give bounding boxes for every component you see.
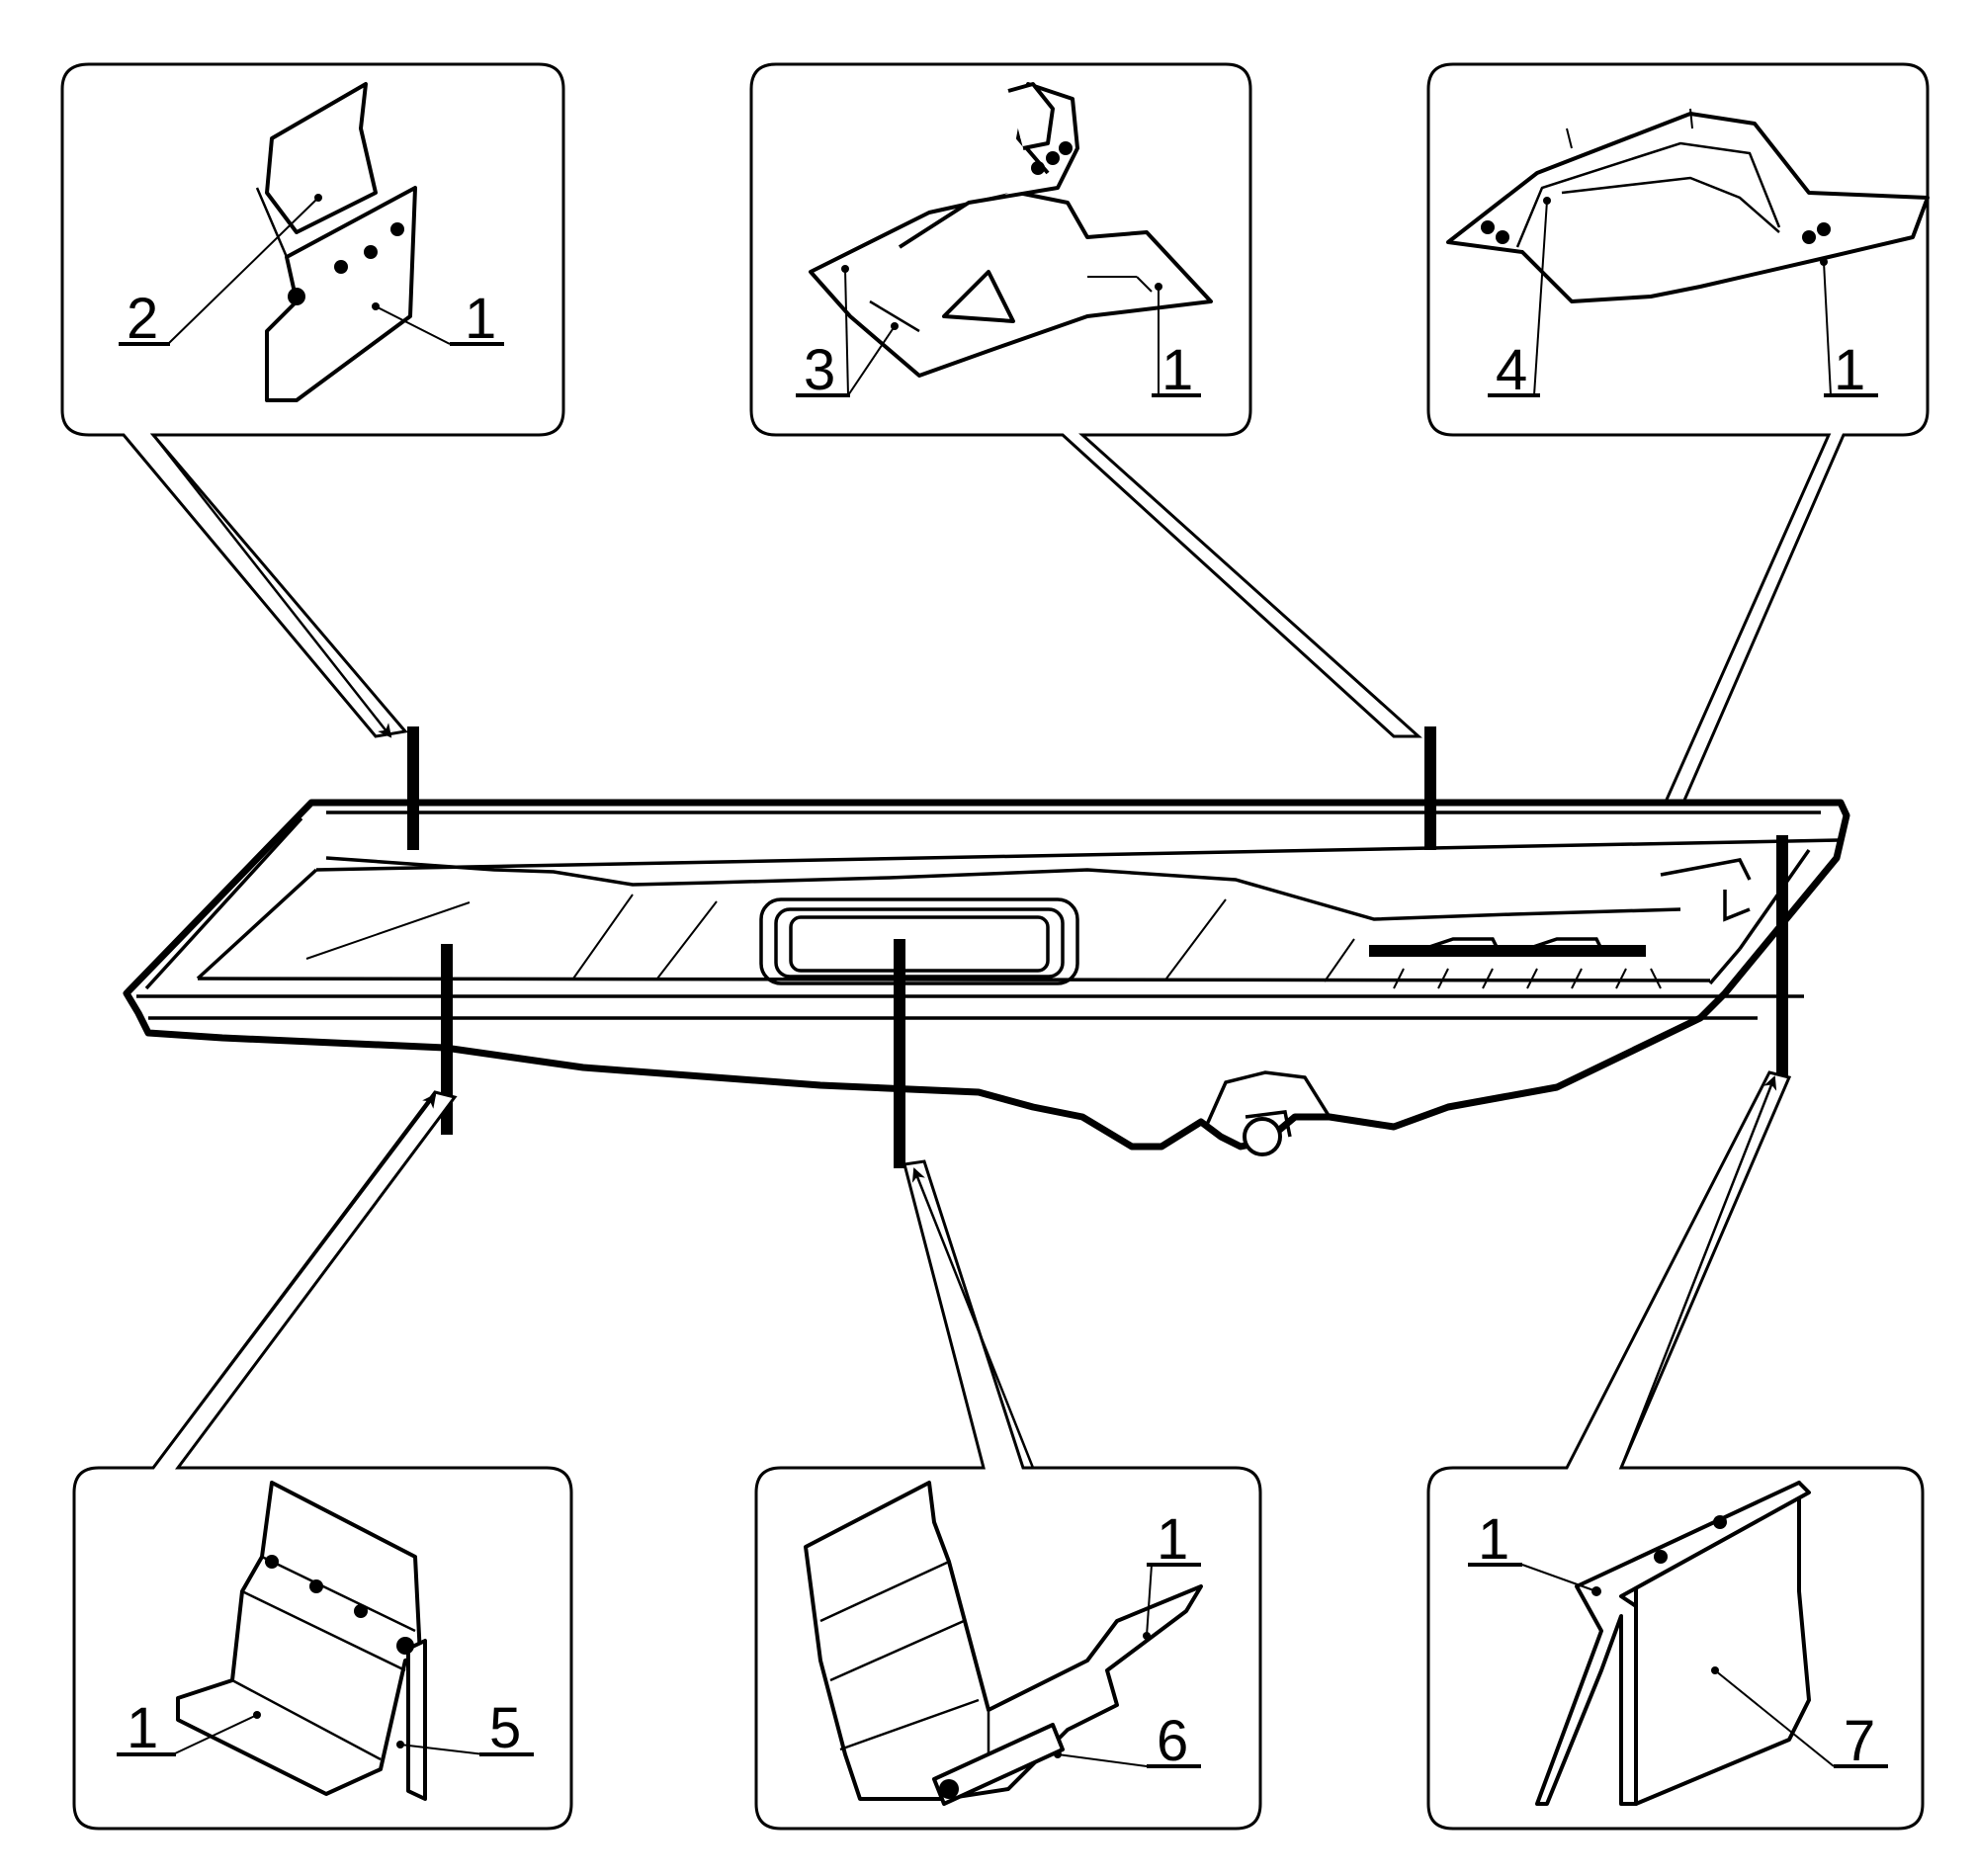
callout-1: 1 (1146, 1507, 1201, 1637)
section-sketch-7 (1535, 1481, 1811, 1806)
callout-1: 1 (1468, 1507, 1597, 1592)
section-sketch-3 (809, 82, 1213, 378)
leader-arrow-1 (152, 434, 392, 738)
callout-label: 5 (489, 1696, 521, 1760)
callout-1: 1 (1152, 287, 1201, 402)
callout-1: 1 (117, 1696, 258, 1760)
detail-panel-bottom-right: 1 7 (1426, 1070, 1925, 1831)
section-sketch-5 (176, 1481, 427, 1801)
callout-label: 1 (1478, 1507, 1509, 1572)
section-sketch-6 (804, 1481, 1203, 1806)
callout-label: 1 (1157, 1507, 1188, 1572)
tray-window (759, 897, 1079, 985)
callout-label: 1 (127, 1696, 158, 1760)
callout-3: 3 (796, 268, 896, 402)
leader-arrow-6 (911, 1167, 1035, 1469)
detail-panel-top-right: 4 1 (1426, 62, 1930, 937)
callout-1: 1 (375, 287, 504, 351)
callout-label: 6 (1157, 1709, 1188, 1773)
leader-arrow-5 (152, 1093, 437, 1469)
callout-7: 7 (1714, 1669, 1888, 1773)
detail-panel-bottom-left: 1 5 (72, 1090, 573, 1831)
main-tray-assembly (123, 799, 1850, 1156)
callout-5: 5 (399, 1696, 534, 1760)
callout-label: 4 (1496, 338, 1527, 402)
callout-2: 2 (119, 197, 319, 351)
callout-label: 1 (465, 287, 496, 351)
callout-1: 1 (1823, 261, 1878, 402)
callout-label: 1 (1834, 338, 1865, 402)
leader-arrow-7 (1619, 1075, 1777, 1469)
detail-panel-bottom-center: 1 6 (754, 1159, 1262, 1831)
callout-label: 2 (127, 287, 158, 351)
callout-label: 1 (1161, 338, 1193, 402)
detail-panel-top-left: 2 1 (60, 62, 565, 738)
callout-label: 7 (1844, 1709, 1875, 1773)
tray-boss (1204, 1070, 1332, 1156)
callout-6: 6 (1057, 1709, 1201, 1773)
detail-panel-top-center: 3 1 (749, 62, 1422, 738)
callout-label: 3 (804, 338, 835, 402)
tray-ribs (1393, 937, 1662, 989)
section-sketch-1 (255, 82, 417, 402)
callout-4: 4 (1488, 200, 1548, 402)
section-sketch-4 (1446, 108, 1930, 303)
